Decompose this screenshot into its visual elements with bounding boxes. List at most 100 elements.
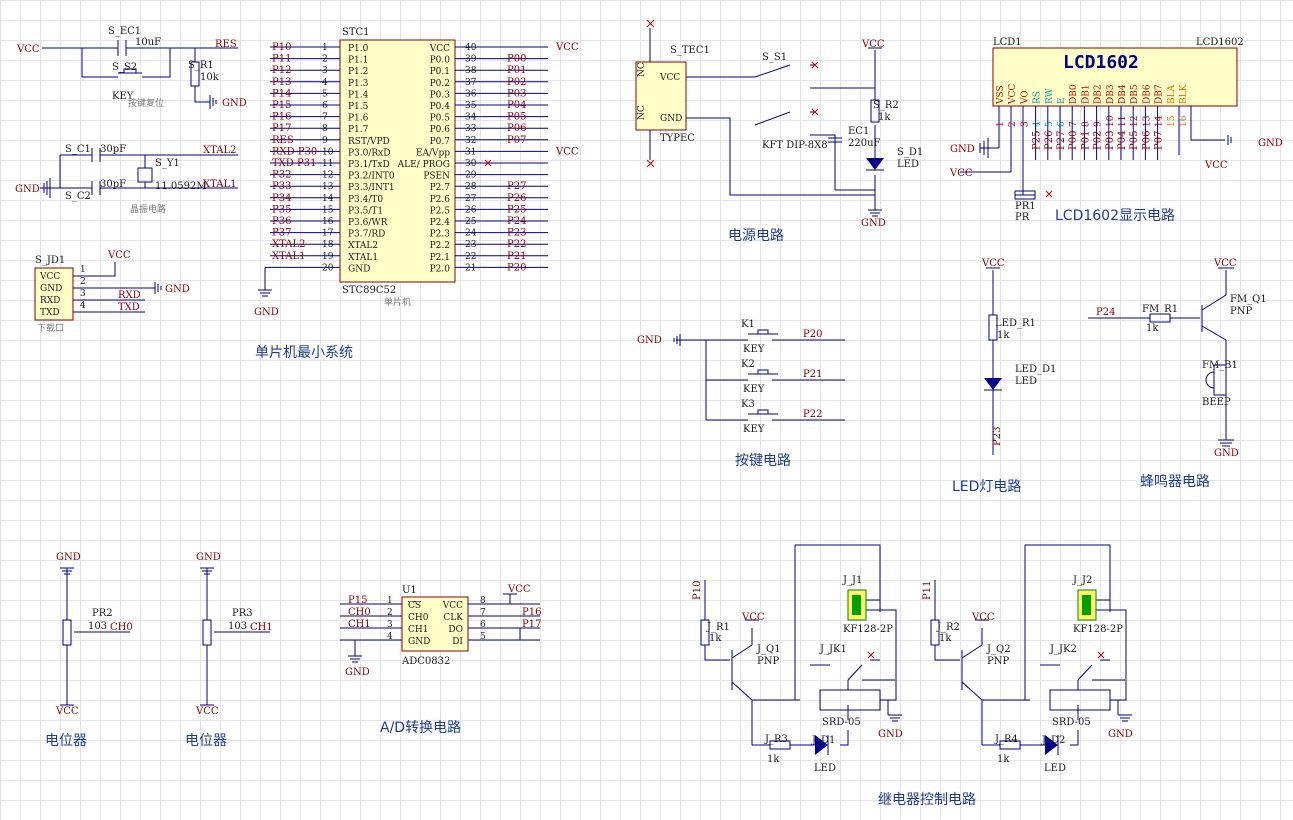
mcu-pin-name-38: P0.1	[430, 67, 450, 77]
mcu-pin-num-5: 5	[322, 89, 328, 99]
title-relay: 继电器控制电路	[878, 792, 976, 808]
relay-1-j-ref: J_J1	[842, 575, 862, 586]
lcd-pin-name-vss: VSS	[996, 85, 1006, 105]
mcu-pin-net-28: P27	[507, 181, 526, 192]
reset-note: 按键复位	[128, 97, 164, 109]
mcu-pin-num-30: 30	[465, 159, 477, 169]
pot2-gnd-label: GND	[196, 552, 221, 563]
relay-1-r1-ref: J_R1	[706, 622, 730, 633]
mcu-pin-name-15: P3.5/T1	[348, 206, 383, 216]
mcu-pin-net-9: RES	[272, 135, 294, 146]
adc-pin-name-3: CH1	[408, 625, 428, 635]
crystal-xtal1-label: XTAL1	[203, 179, 236, 190]
reset-res-label: RES	[215, 39, 237, 50]
lcd-net-p25: P25	[1032, 131, 1043, 150]
key-2-ref: K2	[741, 359, 755, 370]
key-1-net: P20	[803, 329, 822, 340]
mcu-pin-net-16: P36	[272, 216, 291, 227]
relay-1-q-ref: J_Q1	[756, 644, 781, 655]
mcu-gnd-wire	[264, 266, 270, 270]
crystal-y-ref: S_Y1	[155, 158, 180, 169]
lcd-net-p06: P06	[1141, 131, 1152, 150]
adc-ref: U1	[402, 585, 417, 596]
mcu-pin-net-12: P32	[272, 170, 291, 181]
relay-2-q-ref: J_Q2	[986, 644, 1011, 655]
adc-pin-name-2: CH0	[408, 613, 429, 623]
pot1-net: CH0	[110, 622, 133, 633]
title-pot1: 电位器	[45, 733, 87, 749]
lcd-pin-name-db6: DB6	[1142, 84, 1152, 104]
mcu-pin-net-25: P24	[507, 216, 526, 227]
relay-2-nc-mark	[1097, 651, 1105, 659]
relay-1: P10J_R11kVCCJ_Q1PNPJ_J1KF128-2PJ_JK1SRD-…	[692, 544, 903, 774]
reset-capacitor	[117, 40, 127, 56]
pot1-vcc-label: VCC	[55, 706, 79, 717]
mcu-pin-net-10: RXD P30	[272, 146, 317, 157]
pot2-ref: PR3	[232, 608, 253, 619]
adc-pin-num-1: 1	[387, 596, 393, 606]
mcu-pin-name-31: EA/Vpp	[416, 148, 450, 158]
mcu-pin-name-12: P3.2/INT0	[348, 172, 395, 182]
lcd-pot-val: PR	[1015, 212, 1030, 223]
lcd-pin-num-15: 15	[1167, 115, 1177, 127]
relay-1-r1	[700, 619, 710, 646]
mcu-pin-name-11: P3.1/TxD	[348, 160, 390, 170]
reset-key-val: KEY	[112, 91, 134, 102]
mcu-pin-net-14: P34	[272, 193, 291, 204]
lcd-vcc-label: VCC	[949, 168, 973, 179]
key-1-val: KEY	[743, 344, 765, 355]
reset-resistor	[190, 61, 200, 87]
buzzer-r-val: 1k	[1146, 323, 1159, 334]
key-2-switch	[740, 369, 845, 381]
mcu-pin-net-22: P21	[507, 251, 526, 262]
mcu-pin-num-7: 7	[322, 113, 328, 123]
relay-1-net: P10	[692, 581, 703, 600]
adc-pin-name-6: DO	[448, 625, 463, 635]
reset-circuit: VCC S_EC1 10uF S_S2 KEY 按键复位 S_R1 10k RE…	[16, 26, 247, 109]
mcu-pin-name-10: P3.0/RxD	[348, 148, 390, 158]
lcd-pin-name-db1: DB1	[1081, 84, 1091, 104]
lcd-pin-num-11: 11	[1118, 116, 1128, 127]
mcu-pin-num-26: 26	[465, 205, 477, 215]
crystal-symbol	[137, 167, 153, 183]
relay-2-k-part: SRD-05	[1052, 717, 1091, 728]
relay-1-r2-val: 1k	[767, 754, 780, 765]
relay-2-terminal-screw	[1082, 595, 1091, 615]
mcu-pin-num-37: 37	[465, 78, 477, 88]
relay-2-contact	[1040, 659, 1125, 690]
download-txd-label: TXD	[118, 302, 140, 313]
crystal-gnd-label: GND	[15, 184, 40, 195]
title-keys: 按键电路	[735, 453, 791, 469]
lcd-pin-num-6: 6	[1057, 121, 1067, 127]
buzzer-q-ref: FM_Q1	[1230, 294, 1267, 305]
mcu-nc-mark-30	[484, 159, 492, 167]
mcu-pin-net-15: P35	[272, 204, 291, 215]
mcu-pin-num-22: 22	[465, 252, 476, 262]
lcd-pin-name-e: E	[1057, 97, 1067, 104]
usb-typec-connector	[635, 61, 687, 131]
pot2-net: CH1	[250, 622, 273, 633]
mcu-pin-name-37: P0.2	[430, 79, 450, 89]
relay-2-r1	[930, 619, 940, 646]
adc-pin-net-1: P15	[348, 595, 367, 606]
mcu-pin-name-28: P2.7	[430, 183, 451, 193]
title-pot2: 电位器	[185, 733, 227, 749]
mcu-pin-num-3: 3	[322, 66, 328, 76]
pot2-body	[202, 619, 212, 646]
buzzer-gnd-label: GND	[1214, 448, 1239, 459]
mcu-pin-name-8: P1.7	[348, 125, 369, 135]
power-gnd-label: GND	[861, 218, 886, 229]
mcu-pin-net-31: VCC	[555, 146, 579, 157]
mcu-pin-net-17: P37	[272, 228, 291, 239]
buzzer-r-ref: FM_R1	[1142, 304, 1178, 315]
mcu-pin-num-29: 29	[465, 171, 477, 181]
mcu-ref: STC1	[342, 27, 370, 38]
mcu-pin-name-3: P1.2	[348, 67, 368, 77]
mcu-pin-net-37: P02	[507, 77, 526, 88]
mcu-pin-net-18: XTAL2	[272, 239, 305, 250]
mcu-pin-name-34: P0.5	[430, 114, 451, 124]
lcd-pin-name-db7: DB7	[1155, 84, 1165, 104]
mcu-pin-net-26: P25	[507, 204, 526, 215]
mcu-pin-name-21: P2.0	[430, 264, 451, 274]
key-3-switch	[740, 409, 845, 421]
